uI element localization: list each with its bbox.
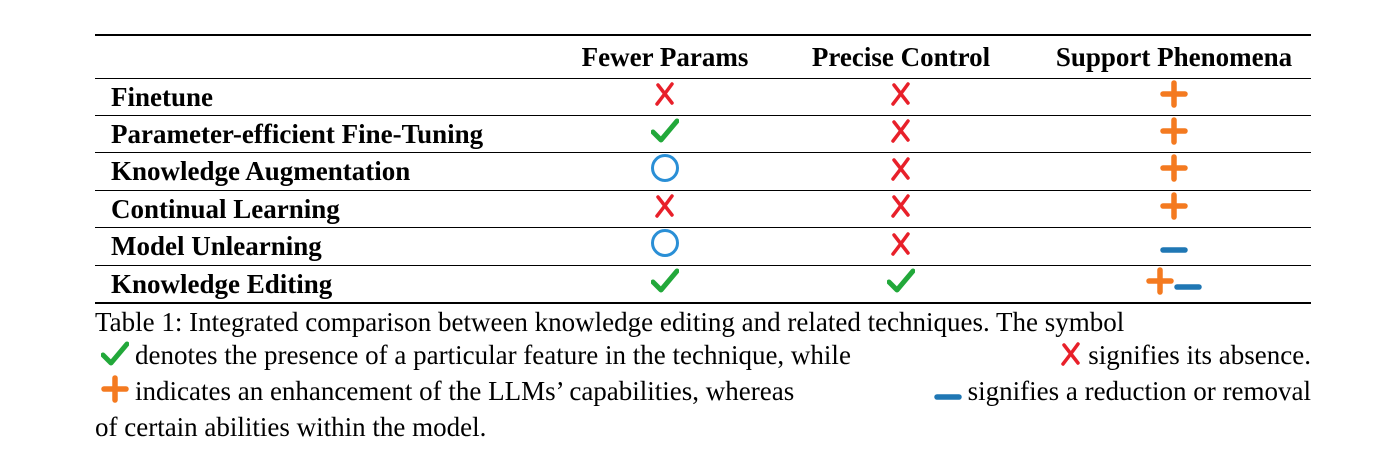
table-row: Continual Learning: [95, 190, 1311, 228]
technique-name: Continual Learning: [95, 190, 565, 228]
cross-icon: [890, 156, 912, 189]
plus-icon: [1160, 154, 1188, 189]
cross-icon: [654, 193, 676, 226]
symbol-cell: [565, 227, 765, 266]
symbol-cell: [765, 78, 1037, 116]
cross-icon: [654, 81, 676, 114]
caption-line: Table 1: Integrated comparison between k…: [95, 307, 1125, 337]
symbol-cell: [565, 152, 765, 191]
symbol-cell: [765, 265, 1037, 303]
header-cell: [95, 35, 565, 79]
plus-icon: [1160, 116, 1188, 152]
cross-icon: [890, 81, 912, 114]
minus-icon: [1174, 269, 1202, 300]
symbol-cell: [765, 115, 1037, 153]
cross-icon: [1060, 341, 1082, 375]
technique-name: Finetune: [95, 78, 565, 116]
symbol-cell: [565, 265, 765, 303]
symbol-cell: [565, 78, 765, 116]
symbol-cell: [1037, 115, 1311, 153]
cross-icon: [890, 193, 912, 226]
caption-line: of certain abilities within the model.: [95, 412, 487, 442]
caption-text: denotes the presence of a particular fea…: [135, 340, 851, 370]
header-cell: Support Phenomena: [1055, 41, 1293, 72]
plus-icon: [1160, 79, 1188, 115]
symbol-cell: [765, 152, 1037, 191]
comparison-table-wrap: Fewer Params Precise Control Support Phe…: [95, 34, 1311, 304]
technique-name: Knowledge Editing: [95, 265, 565, 303]
caption-line: denotes the presence of a particular fea…: [95, 339, 1311, 375]
minus-icon: [1160, 232, 1188, 263]
symbol-cell: [1037, 152, 1311, 191]
symbol-cell: [1037, 227, 1311, 266]
check-icon: [100, 341, 130, 375]
symbol-cell: [1037, 265, 1311, 303]
check-icon: [650, 268, 680, 301]
minus-icon: [933, 378, 962, 411]
symbol-cell: [565, 190, 765, 228]
circle-icon: [650, 228, 680, 265]
header-cell: Precise Control: [811, 41, 991, 72]
check-icon: [886, 268, 916, 301]
table-row: Knowledge Augmentation: [95, 152, 1311, 191]
symbol-cell: [565, 115, 765, 153]
circle-icon: [650, 153, 680, 190]
technique-name: Model Unlearning: [95, 227, 565, 266]
table-row: Knowledge Editing: [95, 265, 1311, 303]
table-caption: Table 1: Integrated comparison between k…: [95, 306, 1311, 444]
table-header-row: Fewer Params Precise Control Support Phe…: [95, 35, 1311, 79]
caption-text: signifies a reduction or removal: [967, 376, 1311, 406]
caption-line: indicates an enhancement of the LLMs’ ca…: [95, 375, 1311, 411]
check-icon: [650, 118, 680, 151]
symbol-cell: [1037, 190, 1311, 228]
caption-text: indicates an enhancement of the LLMs’ ca…: [135, 376, 795, 406]
cross-icon: [890, 231, 912, 264]
plus-icon: [1146, 266, 1174, 302]
comparison-table: Fewer Params Precise Control Support Phe…: [95, 34, 1311, 304]
plus-icon: [101, 375, 129, 411]
technique-name: Knowledge Augmentation: [95, 152, 565, 191]
symbol-cell: [765, 227, 1037, 266]
symbol-cell: [1037, 78, 1311, 116]
table-row: Parameter-efficient Fine-Tuning: [95, 115, 1311, 153]
table-row: Model Unlearning: [95, 227, 1311, 266]
symbol-cell: [765, 190, 1037, 228]
plus-icon: [1160, 191, 1188, 227]
table-row: Finetune: [95, 78, 1311, 116]
cross-icon: [890, 118, 912, 151]
caption-text: signifies its absence.: [1088, 340, 1311, 370]
header-cell: Fewer Params: [581, 41, 749, 72]
technique-name: Parameter-efficient Fine-Tuning: [95, 115, 565, 153]
